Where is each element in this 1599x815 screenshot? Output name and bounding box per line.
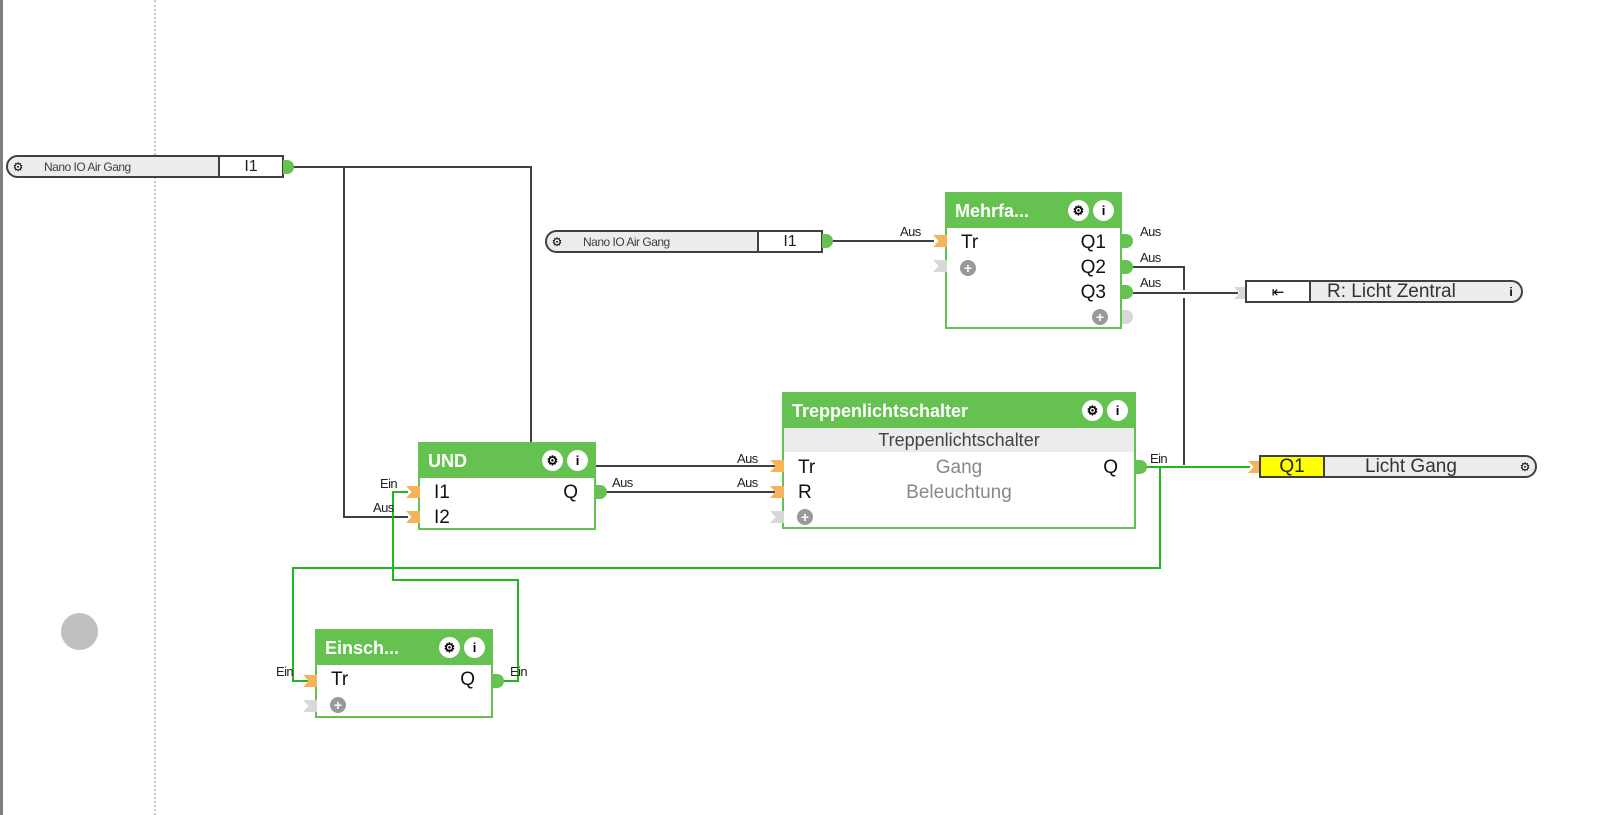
gear-icon[interactable]: ⚙ (1082, 400, 1103, 421)
input-connector[interactable] (1248, 461, 1262, 473)
wire-label: Aus (737, 451, 758, 466)
wire-einsch-q-to-und-i1 (392, 491, 519, 682)
wire-label: Aus (612, 475, 633, 490)
output-name: Licht Gang (1365, 455, 1457, 477)
block-title: Einsch... (325, 637, 400, 658)
canvas-right-margin (1560, 0, 1599, 815)
input-connector[interactable] (303, 675, 317, 687)
info-icon[interactable]: i (1093, 200, 1114, 221)
gear-icon[interactable]: ⚙ (1519, 459, 1531, 474)
port-output: Q (460, 669, 475, 690)
output-connector[interactable] (1122, 260, 1133, 274)
plus-icon[interactable]: + (960, 260, 976, 276)
port-input: Tr (331, 669, 349, 690)
wire-treppen-q-feedback (292, 467, 1161, 682)
wire-label: Aus (1140, 250, 1161, 265)
output-connector-empty[interactable] (1122, 310, 1133, 324)
port-output: Q3 (1080, 282, 1106, 303)
port-input: Tr (798, 457, 816, 478)
input-address: I1 (757, 232, 821, 251)
wire-input1-to-und-i2 (290, 166, 408, 518)
port-input: Tr (961, 232, 979, 253)
block-title: Treppenlichtschalter (792, 400, 969, 421)
port-output: Q (1103, 457, 1118, 478)
wire-label: Aus (737, 475, 758, 490)
output-connector[interactable] (596, 485, 607, 499)
info-icon[interactable]: i (567, 450, 588, 471)
canvas-marker-dot[interactable] (61, 613, 98, 650)
canvas-left-border (0, 0, 3, 815)
gear-icon[interactable]: ⚙ (542, 450, 563, 471)
output-licht-zentral[interactable]: ⇤ R: Licht Zentral i (1245, 280, 1523, 303)
block-description: Gang (935, 457, 983, 478)
block-subtitle: Treppenlichtschalter (784, 428, 1134, 452)
input-nano-io-2[interactable]: ⚙ Nano IO Air Gang I1 (545, 230, 823, 253)
input-connector-empty[interactable] (933, 260, 947, 272)
wire-label: Ein (276, 664, 294, 679)
input-nano-io-1[interactable]: ⚙ Nano IO Air Gang I1 (6, 155, 284, 178)
block-mehrfach[interactable]: Mehrfa... ⚙ i Tr + Q1 Q2 Q3 + (945, 192, 1122, 329)
block-treppenlichtschalter[interactable]: Treppenlichtschalter ⚙ i Treppenlichtsch… (782, 392, 1136, 529)
plus-icon[interactable]: + (330, 697, 346, 713)
input-connector-empty[interactable] (770, 511, 784, 523)
output-connector[interactable] (1122, 234, 1133, 248)
port-input: I2 (434, 507, 450, 528)
block-und[interactable]: UND ⚙ i I1 I2 Q (418, 442, 596, 530)
gear-icon[interactable]: ⚙ (551, 234, 563, 249)
block-title: UND (428, 450, 467, 471)
block-description: Beleuchtung (906, 482, 1012, 503)
wire-label: Aus (1140, 224, 1161, 239)
wire-input1-to-treppen-tr (344, 166, 775, 467)
plus-icon[interactable]: + (797, 509, 813, 525)
input-connector[interactable] (770, 486, 784, 498)
input-name: Nano IO Air Gang (44, 159, 131, 174)
port-input: R (798, 482, 812, 503)
input-connector[interactable] (406, 511, 420, 523)
output-address: Q1 (1261, 456, 1325, 477)
wire-label: Ein (380, 476, 398, 491)
output-connector[interactable] (1122, 285, 1133, 299)
wire-label: Aus (373, 500, 394, 515)
wire-mehrfach-q2 (1133, 266, 1185, 290)
port-output: Q2 (1080, 257, 1106, 278)
output-connector[interactable] (822, 234, 833, 248)
info-icon[interactable]: i (464, 637, 485, 658)
input-connector[interactable] (406, 486, 420, 498)
page-guide-line (154, 0, 156, 815)
info-icon[interactable]: i (1107, 400, 1128, 421)
port-output: Q (563, 482, 578, 503)
wire-label: Ein (1150, 451, 1168, 466)
input-connector[interactable] (770, 460, 784, 472)
block-title: Mehrfa... (955, 200, 1030, 221)
wire-label: Ein (510, 664, 528, 679)
input-connector[interactable] (933, 235, 947, 247)
input-connector-empty[interactable] (303, 700, 317, 712)
input-address: I1 (218, 157, 282, 176)
output-connector[interactable] (1136, 460, 1147, 474)
input-name: Nano IO Air Gang (583, 234, 670, 249)
input-connector[interactable] (1234, 287, 1248, 299)
info-icon[interactable]: i (1509, 284, 1513, 299)
output-connector[interactable] (283, 160, 294, 174)
output-licht-gang[interactable]: Q1 Licht Gang ⚙ (1259, 455, 1537, 478)
port-input: I1 (434, 482, 450, 503)
wire-label: Aus (900, 224, 921, 239)
wire-label: Aus (1140, 275, 1161, 290)
output-name: R: Licht Zentral (1327, 280, 1456, 302)
plus-icon[interactable]: + (1092, 309, 1108, 325)
input-arrow-icon: ⇤ (1247, 282, 1311, 301)
gear-icon[interactable]: ⚙ (1068, 200, 1089, 221)
output-connector[interactable] (493, 674, 504, 688)
block-einschaltverzoegerung[interactable]: Einsch... ⚙ i Tr Q + (315, 629, 493, 718)
port-output: Q1 (1080, 232, 1106, 253)
gear-icon[interactable]: ⚙ (439, 637, 460, 658)
gear-icon[interactable]: ⚙ (12, 159, 24, 174)
